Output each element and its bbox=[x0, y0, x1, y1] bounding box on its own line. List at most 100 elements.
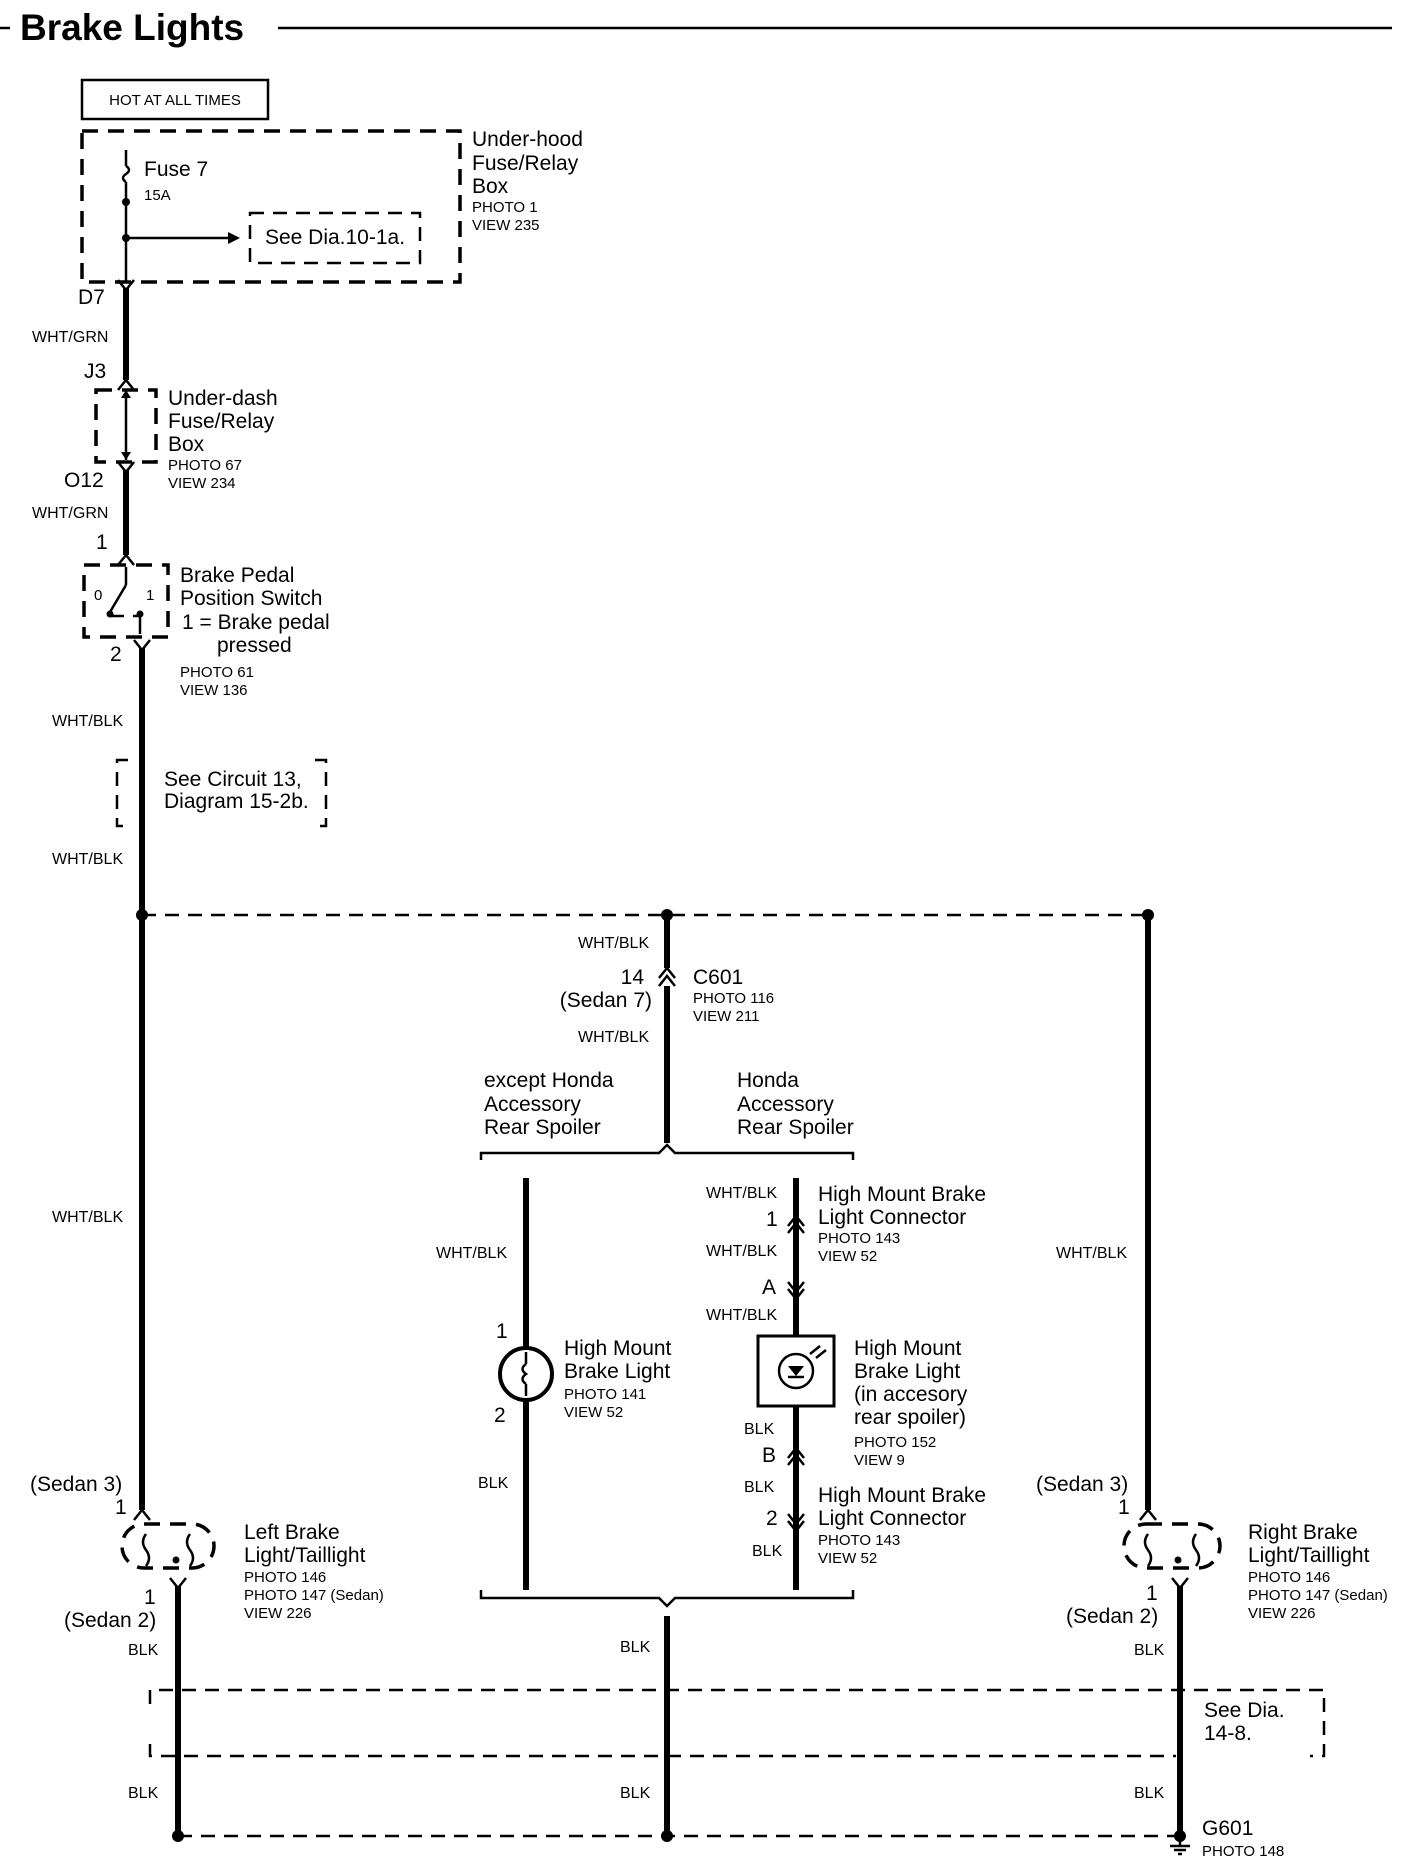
underdash-view: VIEW 234 bbox=[168, 475, 236, 492]
j3-connector-icon bbox=[117, 377, 135, 391]
ground-photo: PHOTO 148 bbox=[1202, 1843, 1284, 1860]
hm-connector-top-label-1: High Mount Brake bbox=[818, 1183, 986, 1206]
switch-state-0: 0 bbox=[94, 587, 102, 604]
right-sedan-3: (Sedan 3) bbox=[1036, 1473, 1128, 1496]
wire-label-blk-right-1: BLK bbox=[1134, 1642, 1165, 1659]
hm-connector-bottom-label-2: Light Connector bbox=[818, 1507, 966, 1530]
hm-connector-top-photo: PHOTO 143 bbox=[818, 1230, 900, 1247]
left-light-label-2: Light/Taillight bbox=[244, 1544, 366, 1567]
wire-label-blk-center-2: BLK bbox=[620, 1785, 651, 1802]
underhood-view: VIEW 235 bbox=[472, 217, 540, 234]
wire-label-wht-blk-spoiler-2: WHT/BLK bbox=[706, 1243, 777, 1260]
brake-pedal-position-switch bbox=[82, 563, 170, 639]
right-light-label-1: Right Brake bbox=[1248, 1521, 1358, 1544]
underhood-photo: PHOTO 1 bbox=[472, 199, 538, 216]
hm-spoiler-label-4: rear spoiler) bbox=[854, 1406, 966, 1429]
hm-connector-bottom-icon bbox=[787, 1513, 805, 1534]
left-bulb-icon bbox=[141, 1533, 195, 1567]
pin-j3: J3 bbox=[84, 360, 106, 383]
left-brake-light bbox=[120, 1522, 216, 1570]
switch-contact-icon bbox=[108, 584, 128, 613]
switch-photo: PHOTO 61 bbox=[180, 664, 254, 681]
hm-spoiler-label-3: (in accesory bbox=[854, 1383, 968, 1406]
hm-light-pin-1: 1 bbox=[496, 1320, 508, 1343]
c601-connector-icon bbox=[658, 965, 676, 987]
c601-view: VIEW 211 bbox=[693, 1008, 759, 1025]
pin-o12: O12 bbox=[64, 469, 104, 492]
wire-label-blk-left-1: BLK bbox=[128, 1642, 159, 1659]
wire-label-wht-blk-spoiler-3: WHT/BLK bbox=[706, 1307, 777, 1324]
ground-icon bbox=[1170, 1844, 1190, 1856]
hm-light-photo: PHOTO 141 bbox=[564, 1386, 646, 1403]
honda-option-label-1: Honda bbox=[737, 1069, 799, 1092]
see-circuit-13-label-1: See Circuit 13, bbox=[164, 768, 302, 791]
wire-label-blk-center-1: BLK bbox=[620, 1639, 651, 1656]
fuse-name: Fuse 7 bbox=[144, 158, 208, 181]
left-pin-1-bottom: 1 bbox=[144, 1586, 156, 1609]
left-sedan-3: (Sedan 3) bbox=[30, 1473, 122, 1496]
wire-label-wht-blk-spoiler-1: WHT/BLK bbox=[706, 1185, 777, 1202]
left-light-label-1: Left Brake bbox=[244, 1521, 340, 1544]
left-light-view: VIEW 226 bbox=[244, 1605, 312, 1622]
honda-option-label-3: Rear Spoiler bbox=[737, 1116, 854, 1139]
hm-light-label-1: High Mount bbox=[564, 1337, 672, 1360]
switch-pin-2: 2 bbox=[110, 643, 122, 666]
see-dia-arrow-icon bbox=[228, 232, 240, 244]
honda-option-label-2: Accessory bbox=[737, 1093, 834, 1116]
pin-d7: D7 bbox=[78, 286, 105, 309]
underhood-label-1: Under-hood bbox=[472, 128, 583, 151]
option-brace-top bbox=[479, 1143, 855, 1160]
hm-connector-top-pin-1: 1 bbox=[766, 1208, 778, 1231]
underhood-fuse-relay-box bbox=[80, 129, 462, 284]
see-circuit-13-label-2: Diagram 15-2b. bbox=[164, 790, 309, 813]
fuse-rating: 15A bbox=[144, 187, 171, 204]
wire-label-wht-blk-c601-bottom: WHT/BLK bbox=[578, 1029, 649, 1046]
c601-sedan-7: (Sedan 7) bbox=[560, 989, 652, 1012]
hm-spoiler-pin-b: B bbox=[762, 1444, 776, 1467]
left-sedan-2: (Sedan 2) bbox=[64, 1609, 156, 1632]
wire-label-wht-blk-except: WHT/BLK bbox=[436, 1245, 507, 1262]
right-pin-1-top: 1 bbox=[1118, 1496, 1130, 1519]
switch-state-1: 1 bbox=[146, 587, 154, 604]
underdash-label-3: Box bbox=[168, 433, 205, 456]
wire-label-wht-blk-1: WHT/BLK bbox=[52, 713, 123, 730]
left-light-photo-1: PHOTO 146 bbox=[244, 1569, 326, 1586]
hm-connector-b-icon bbox=[787, 1445, 805, 1466]
underdash-photo: PHOTO 67 bbox=[168, 457, 242, 474]
switch-label-3: 1 = Brake pedal bbox=[182, 611, 330, 634]
hm-spoiler-label-1: High Mount bbox=[854, 1337, 962, 1360]
diagram-title: Brake Lights bbox=[20, 7, 244, 48]
wire-label-blk-right-2: BLK bbox=[1134, 1785, 1165, 1802]
right-bulb-icon bbox=[1143, 1533, 1201, 1567]
wire-label-blk-left-2: BLK bbox=[128, 1785, 159, 1802]
wire-label-wht-blk-left: WHT/BLK bbox=[52, 1209, 123, 1226]
right-light-view: VIEW 226 bbox=[1248, 1605, 1316, 1622]
right-pin-1-bottom: 1 bbox=[1146, 1582, 1158, 1605]
see-dia-14-8-label-2: 14-8. bbox=[1204, 1722, 1252, 1745]
hm-connector-top-icon bbox=[787, 1213, 805, 1234]
switch-view: VIEW 136 bbox=[180, 682, 248, 699]
c601-name: C601 bbox=[693, 966, 743, 989]
hm-connector-a-icon bbox=[787, 1281, 805, 1302]
wire-label-wht-blk-c601-top: WHT/BLK bbox=[578, 935, 649, 952]
left-pin-1-top: 1 bbox=[115, 1496, 127, 1519]
hm-light-pin-2: 2 bbox=[494, 1404, 506, 1427]
ground-name: G601 bbox=[1202, 1817, 1253, 1840]
hm-light-view: VIEW 52 bbox=[564, 1404, 623, 1421]
hot-at-all-times-label: HOT AT ALL TIMES bbox=[109, 92, 241, 109]
right-light-photo-2: PHOTO 147 (Sedan) bbox=[1248, 1587, 1388, 1604]
wire-label-blk-spoiler-2: BLK bbox=[744, 1479, 775, 1496]
see-dia-14-8-box bbox=[148, 1688, 1326, 1758]
fuse-7-symbol bbox=[121, 164, 131, 184]
hm-light-label-2: Brake Light bbox=[564, 1360, 670, 1383]
switch-label-4: pressed bbox=[217, 634, 292, 657]
wire-label-wht-grn-2: WHT/GRN bbox=[32, 505, 108, 522]
switch-pin-1: 1 bbox=[96, 531, 108, 554]
led-light-rays-icon bbox=[809, 1345, 827, 1359]
hm-spoiler-label-2: Brake Light bbox=[854, 1360, 960, 1383]
hm-connector-bottom-pin-2: 2 bbox=[766, 1507, 778, 1530]
hm-spoiler-photo: PHOTO 152 bbox=[854, 1434, 936, 1451]
right-light-photo-1: PHOTO 146 bbox=[1248, 1569, 1330, 1586]
